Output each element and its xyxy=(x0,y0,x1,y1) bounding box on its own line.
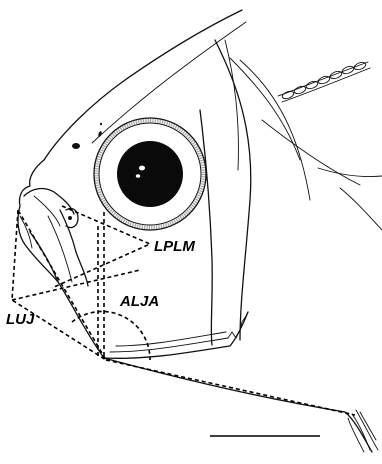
lateral-line-scales xyxy=(278,61,370,102)
nostril xyxy=(72,123,102,149)
eye xyxy=(94,118,206,230)
label-luj: LUJ xyxy=(6,311,35,328)
pupil xyxy=(117,141,183,207)
label-lplm: LPLM xyxy=(154,238,195,255)
label-alja: ALJA xyxy=(119,293,159,310)
